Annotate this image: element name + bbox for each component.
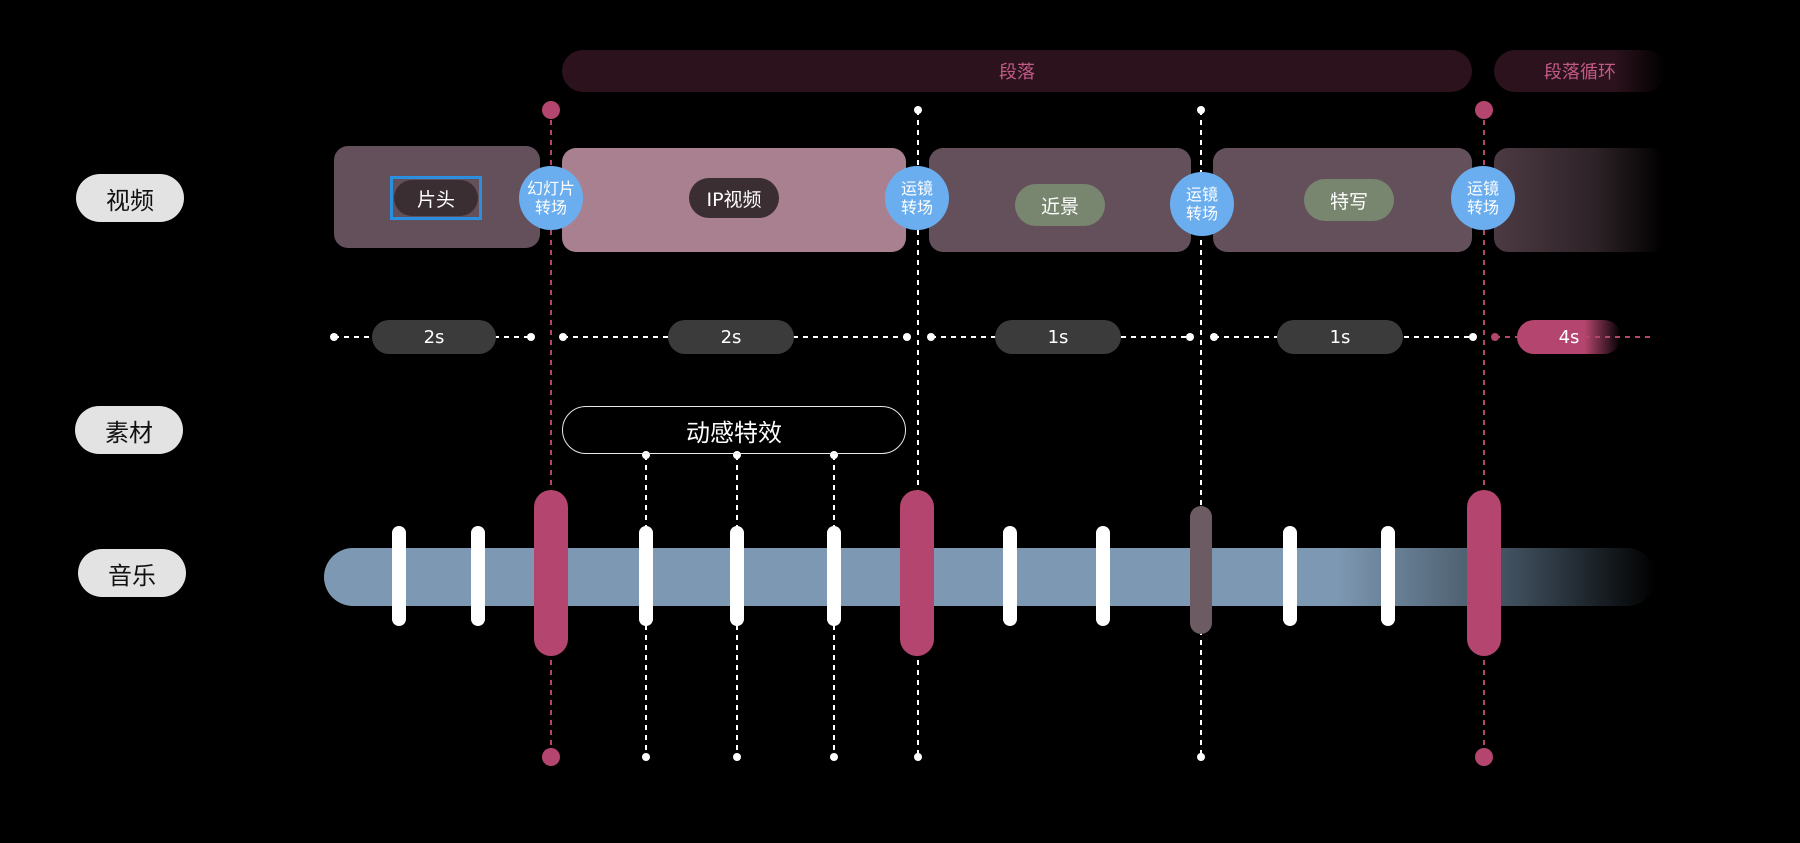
clip-head-selection-box — [390, 176, 482, 220]
transition-camera-2: 运镜 转场 — [1170, 172, 1234, 236]
duration-dot — [1186, 333, 1194, 341]
duration-pill: 2s — [372, 320, 496, 354]
duration-pill: 1s — [1277, 320, 1403, 354]
clip-head-label: 片头 — [394, 180, 478, 216]
transition-camera-1-line1: 运镜 — [900, 179, 933, 198]
effect-connector-dot — [642, 753, 650, 761]
effect-label: 动感特效 — [562, 406, 906, 454]
boundary-dot-white — [914, 106, 922, 114]
segment-label: 段落 — [999, 62, 1035, 83]
transition-slide-line2: 转场 — [534, 198, 567, 217]
boundary-dot-white — [1197, 106, 1205, 114]
transition-slide-line1: 幻灯片 — [526, 179, 575, 198]
boundary-dot-pink — [542, 101, 560, 119]
beat-marker — [1283, 526, 1297, 626]
duration-dot — [330, 333, 338, 341]
effect-connector-dot — [830, 753, 838, 761]
transition-camera-1: 运镜 转场 — [885, 166, 949, 230]
segment-loop-label: 段落循环 — [1544, 62, 1616, 83]
duration-dot — [1469, 333, 1477, 341]
beat-marker — [1096, 526, 1110, 626]
duration-dot — [527, 333, 535, 341]
clip-ip-video-label: IP视频 — [689, 178, 779, 218]
duration-dot — [903, 333, 911, 341]
transition-camera-3-line1: 运镜 — [1466, 179, 1499, 198]
transition-camera-2-line1: 运镜 — [1185, 185, 1218, 204]
beat-marker — [730, 526, 744, 626]
beat-marker-strong — [534, 490, 568, 656]
beat-marker — [471, 526, 485, 626]
row-label-video: 视频 — [76, 174, 184, 222]
beat-marker — [639, 526, 653, 626]
boundary-dot-pink — [1475, 101, 1493, 119]
transition-camera-1-line2: 转场 — [900, 198, 933, 217]
effect-connector-dot — [733, 753, 741, 761]
transition-camera-3-line2: 转场 — [1466, 198, 1499, 217]
duration-dot-loop — [1491, 333, 1499, 341]
segment-bar: 段落 — [562, 50, 1472, 92]
transition-camera-2-line2: 转场 — [1185, 204, 1218, 223]
segment-loop-bar: 段落循环 — [1494, 50, 1666, 92]
beat-marker-mid — [1190, 506, 1212, 634]
duration-pill-loop: 4s — [1517, 320, 1621, 354]
duration-dot — [1210, 333, 1218, 341]
beat-marker — [392, 526, 406, 626]
duration-pill: 1s — [995, 320, 1121, 354]
boundary-dot-white — [914, 753, 922, 761]
clip-medium-shot-label: 近景 — [1015, 184, 1105, 226]
boundary-dot-white — [1197, 753, 1205, 761]
duration-dot — [559, 333, 567, 341]
transition-camera-3: 运镜 转场 — [1451, 166, 1515, 230]
row-label-music: 音乐 — [78, 549, 186, 597]
beat-marker-strong — [900, 490, 934, 656]
beat-marker — [1381, 526, 1395, 626]
music-track — [324, 548, 1656, 606]
transition-slide: 幻灯片 转场 — [519, 166, 583, 230]
duration-dot — [927, 333, 935, 341]
clip-close-up-label: 特写 — [1304, 179, 1394, 221]
boundary-dot-pink — [1475, 748, 1493, 766]
boundary-dot-pink — [542, 748, 560, 766]
row-label-material: 素材 — [75, 406, 183, 454]
beat-marker-strong — [1467, 490, 1501, 656]
beat-marker — [827, 526, 841, 626]
duration-pill: 2s — [668, 320, 794, 354]
clip-loop — [1494, 148, 1664, 252]
beat-marker — [1003, 526, 1017, 626]
